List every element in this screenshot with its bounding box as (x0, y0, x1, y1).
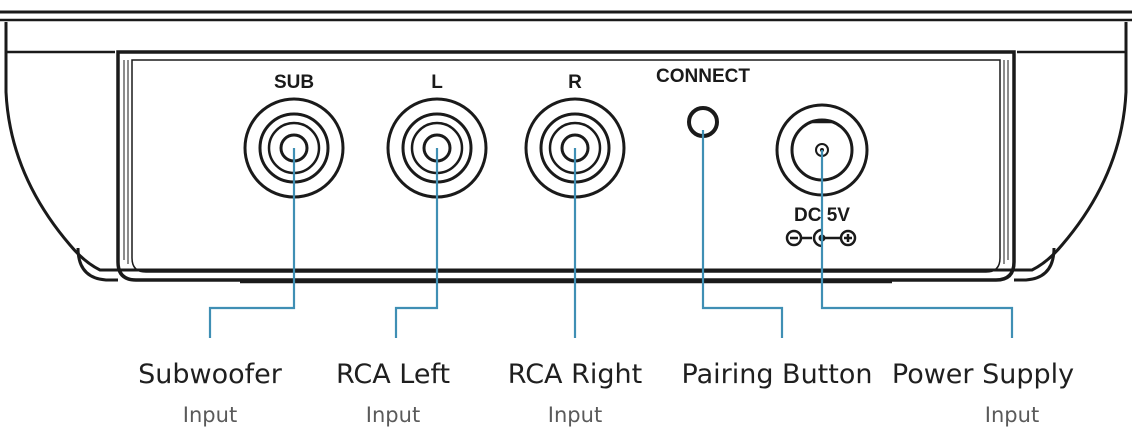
callout-title: Power Supply (892, 359, 1074, 390)
right-port-label: R (568, 72, 582, 93)
sub-port-label: SUB (274, 72, 314, 93)
callout-subwoofer: Subwoofer Input (138, 359, 283, 427)
callout-rca-right: RCA Right Input (508, 359, 642, 427)
connect-button-label: CONNECT (656, 66, 750, 87)
callout-rca-left: RCA Left Input (336, 359, 450, 427)
leader-lines (208, 130, 1014, 338)
callout-title: RCA Right (508, 359, 642, 390)
callout-title: Subwoofer (138, 359, 283, 390)
callout-subtitle: Input (366, 403, 420, 427)
callout-subtitle: Input (548, 403, 602, 427)
power-supply-leader-line (820, 150, 1014, 338)
device-body (0, 10, 1132, 284)
callout-pairing-button: Pairing Button (682, 359, 873, 390)
callout-title: RCA Left (336, 359, 450, 390)
rca-left-leader-line (394, 148, 439, 338)
callout-power-supply: Power Supply Input (892, 359, 1074, 427)
callout-title: Pairing Button (682, 359, 873, 390)
dc-power-jack (775, 103, 869, 197)
pairing-button-leader-line (701, 130, 784, 338)
callout-subtitle: Input (985, 403, 1039, 427)
callout-subtitle: Input (183, 403, 237, 427)
subwoofer-leader-line (208, 148, 296, 338)
left-port-label: L (431, 72, 443, 93)
